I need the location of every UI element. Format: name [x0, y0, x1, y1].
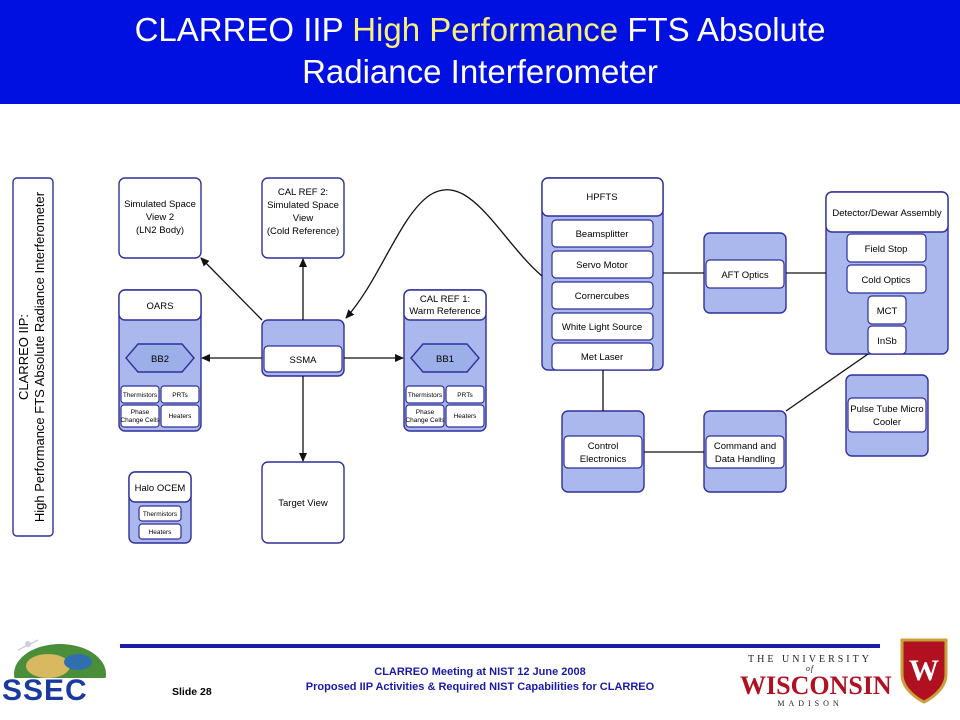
svg-text:Data Handling: Data Handling	[715, 454, 775, 465]
cal-ref2-block: CAL REF 2: Simulated Space View (Cold Re…	[261, 177, 345, 259]
svg-text:Electronics: Electronics	[580, 454, 627, 465]
svg-text:AFT Optics: AFT Optics	[721, 270, 769, 281]
bb1-hexagon	[410, 343, 480, 373]
svg-text:View 2: View 2	[146, 212, 174, 223]
bb1-label: BB1	[436, 354, 454, 365]
uw-wordmark: THE UNIVERSITY of WISCONSIN MADISON	[740, 654, 892, 708]
title-bar: CLARREO IIP High Performance FTS Absolut…	[0, 0, 960, 104]
globe-icon	[14, 639, 106, 704]
sim-space-view2-block: Simulated Space View 2 (LN2 Body)	[118, 177, 202, 259]
svg-text:MCT: MCT	[877, 306, 898, 317]
svg-text:Control: Control	[588, 441, 619, 452]
svg-text:Met Laser: Met Laser	[581, 352, 623, 363]
svg-text:Cooler: Cooler	[873, 417, 901, 428]
svg-text:Thermistors: Thermistors	[143, 511, 178, 518]
svg-text:Thermistors: Thermistors	[408, 392, 443, 399]
arrow-ssma-to-simview2	[200, 257, 263, 321]
control-electronics-block: Control Electronics	[561, 410, 645, 493]
hpfts-block: HPFTS Beamsplitter Servo Motor Cornercub…	[541, 177, 664, 371]
svg-text:Heaters: Heaters	[169, 413, 193, 420]
svg-text:Detector/Dewar Assembly: Detector/Dewar Assembly	[832, 208, 942, 219]
halo-ocem-block: Halo OCEM Thermistors Heaters	[128, 471, 192, 544]
side-label-line2: High Performance FTS Absolute Radiance I…	[32, 191, 47, 522]
footer-divider	[120, 644, 880, 648]
uw-main-text: WISCONSIN	[740, 671, 892, 700]
uw-top-text: THE UNIVERSITY	[748, 654, 872, 665]
connectors	[200, 189, 869, 462]
ssec-logo-text: SSEC	[2, 674, 88, 707]
svg-text:(Cold Reference): (Cold Reference)	[267, 226, 339, 237]
svg-text:PRTs: PRTs	[457, 392, 473, 399]
title-highlight: High Performance	[352, 11, 619, 48]
svg-text:W: W	[909, 654, 939, 687]
svg-text:Beamsplitter: Beamsplitter	[576, 229, 629, 240]
detector-dewar-block: Detector/Dewar Assembly Field Stop Cold …	[825, 191, 949, 355]
svg-text:Change Cells: Change Cells	[120, 417, 160, 424]
page-title-line2: Radiance Interferometer	[302, 53, 658, 90]
svg-text:OARS: OARS	[147, 301, 174, 312]
svg-text:(LN2 Body): (LN2 Body)	[136, 225, 184, 236]
side-label-box: CLARREO IIP: High Performance FTS Absolu…	[12, 177, 54, 537]
footer-subtitle: Proposed IIP Activities & Required NIST …	[305, 681, 655, 693]
svg-text:InSb: InSb	[877, 336, 897, 347]
cal-ref1-block: CAL REF 1: Warm Reference BB1 Thermistor…	[403, 289, 487, 432]
bb2-label: BB2	[151, 354, 169, 365]
svg-text:Heaters: Heaters	[454, 413, 478, 420]
uw-of-text: of	[805, 664, 815, 673]
svg-text:Servo Motor: Servo Motor	[576, 260, 628, 271]
svg-text:PRTs: PRTs	[172, 392, 188, 399]
page-title-line1: CLARREO IIP High Performance FTS Absolut…	[134, 11, 826, 48]
svg-text:Phase: Phase	[131, 409, 150, 416]
svg-text:HPFTS: HPFTS	[586, 192, 617, 203]
crest-icon: W	[900, 638, 948, 704]
oars-block: OARS BB2 Thermistors PRTs Phase Change C…	[118, 289, 202, 432]
curve-hpfts-to-ssma	[345, 189, 543, 319]
svg-text:Phase: Phase	[416, 409, 435, 416]
ssec-logo	[8, 636, 126, 716]
ssma-block: SSMA	[261, 319, 345, 377]
svg-text:Simulated Space: Simulated Space	[124, 199, 196, 210]
svg-text:SSMA: SSMA	[290, 355, 318, 366]
svg-text:Warm Reference: Warm Reference	[409, 306, 480, 317]
target-view-block: Target View	[261, 461, 345, 544]
svg-text:White Light Source: White Light Source	[562, 322, 642, 333]
svg-text:CAL REF 1:: CAL REF 1:	[420, 294, 470, 305]
svg-text:Thermistors: Thermistors	[123, 392, 158, 399]
aft-optics-block: AFT Optics	[703, 232, 787, 314]
svg-text:Change Cells: Change Cells	[405, 417, 445, 424]
slide-number: Slide 28	[172, 686, 212, 698]
svg-text:Command and: Command and	[714, 441, 776, 452]
svg-text:Cold Optics: Cold Optics	[861, 275, 910, 286]
svg-text:Target View: Target View	[278, 498, 328, 509]
line-cmd-detector	[785, 353, 869, 412]
svg-text:View: View	[293, 213, 314, 224]
svg-text:Heaters: Heaters	[149, 529, 173, 536]
svg-text:Simulated Space: Simulated Space	[267, 200, 339, 211]
svg-text:Field Stop: Field Stop	[865, 244, 908, 255]
uw-crest: W	[898, 636, 950, 706]
svg-text:Halo OCEM: Halo OCEM	[135, 483, 186, 494]
bb2-hexagon	[125, 343, 195, 373]
side-label-line1: CLARREO IIP:	[16, 314, 31, 400]
svg-text:CAL REF 2:: CAL REF 2:	[278, 187, 328, 198]
uw-bottom-text: MADISON	[777, 699, 843, 708]
pulse-tube-cooler-block: Pulse Tube Micro Cooler	[845, 374, 929, 457]
command-data-handling-block: Command and Data Handling	[703, 410, 787, 493]
svg-text:Pulse Tube Micro: Pulse Tube Micro	[850, 404, 923, 415]
footer-meeting: CLARREO Meeting at NIST 12 June 2008	[374, 666, 586, 678]
svg-text:Cornercubes: Cornercubes	[575, 291, 630, 302]
